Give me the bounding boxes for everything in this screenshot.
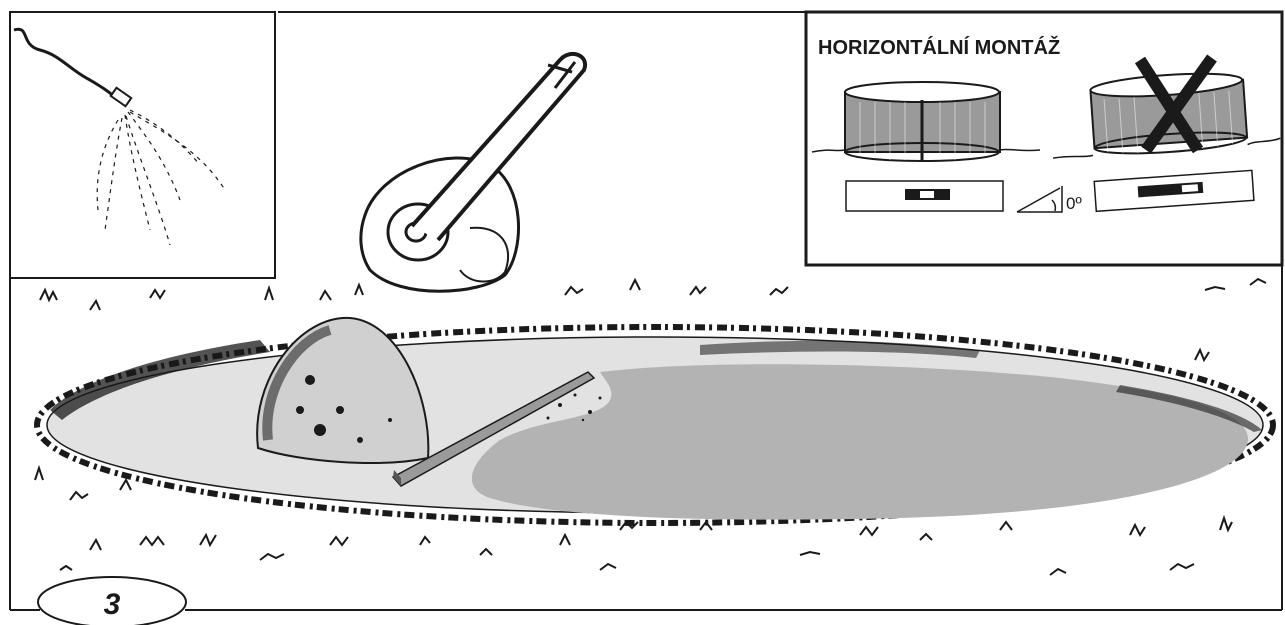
spirit-level-icon	[1093, 169, 1255, 213]
spirit-level-icon	[845, 180, 1004, 212]
lawn-roller-icon	[359, 51, 588, 293]
sand-mound-icon	[256, 316, 430, 464]
leveling-board-icon	[391, 371, 596, 487]
inset-title: HORIZONTÁLNÍ MONTÁŽ	[818, 35, 1060, 59]
pool-site	[34, 324, 1276, 526]
wet-compacted-area	[471, 364, 1249, 520]
pool-correct-icon	[811, 81, 1041, 162]
garden-hose-icon	[13, 27, 226, 246]
grass-tufts	[34, 277, 1267, 576]
step-number: 3	[104, 588, 121, 621]
step-number-badge: 3	[37, 576, 187, 625]
cross-mark-icon	[1134, 54, 1217, 154]
angle-icon	[1016, 186, 1063, 213]
angle-label: 0º	[1066, 194, 1082, 213]
horizontal-installation-inset: HORIZONTÁLNÍ MONTÁŽ	[804, 10, 1284, 267]
hose-inset	[9, 11, 276, 279]
